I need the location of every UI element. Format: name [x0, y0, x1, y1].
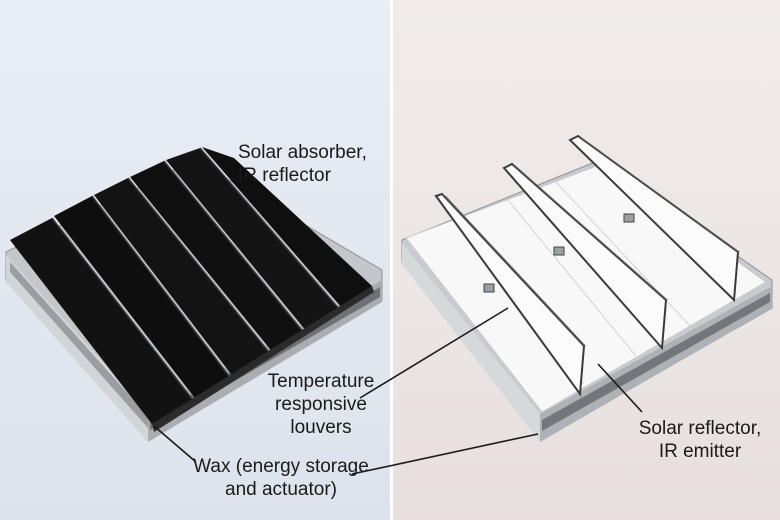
reflector-seam [507, 199, 637, 357]
open-device [401, 134, 773, 442]
left-wax-layer-side [10, 262, 148, 428]
hinge-clip [553, 246, 565, 256]
right-base-side [402, 243, 540, 442]
black-louver-strip [54, 196, 232, 402]
open-louvers [434, 134, 740, 397]
leader-lines [153, 307, 643, 475]
louver-edge-highlight [91, 195, 233, 381]
closed-device [5, 147, 383, 442]
leader-wax-right [351, 433, 539, 475]
black-louver-strip [94, 178, 272, 378]
label-solar-reflector-line2: IR emitter [658, 441, 742, 462]
label-louvers-line2: responsive [275, 394, 367, 415]
label-solar-absorber-line2: IR reflector [238, 165, 331, 186]
black-louver-strip [10, 218, 196, 424]
leader-louvers-right [359, 307, 509, 399]
white-reflector-surface [405, 163, 767, 413]
panel-divider [390, 0, 393, 520]
label-solar-reflector: Solar reflector, IR emitter [630, 417, 770, 463]
label-solar-reflector-line1: Solar reflector, [638, 418, 762, 439]
louver-fin-shadow [578, 136, 740, 252]
hinge-clip [483, 283, 495, 293]
label-louvers-line3: louvers [290, 417, 352, 438]
louver-edge-highlight [163, 160, 306, 335]
black-louver-strip [202, 147, 372, 308]
label-wax: Wax (energy storage and actuator) [186, 455, 376, 501]
label-louvers-line1: Temperature [267, 371, 375, 392]
label-solar-absorber-line1: Solar absorber, [238, 142, 367, 163]
louver-fin-shadow [442, 194, 586, 346]
label-louvers: Temperature responsive louvers [260, 370, 382, 439]
black-louvers [10, 147, 374, 432]
black-louver-strip [130, 161, 305, 354]
louver-edge-highlight [127, 177, 273, 357]
hinge-clip [623, 213, 635, 223]
black-louver-strip [166, 148, 340, 332]
label-wax-line1: Wax (energy storage [193, 456, 369, 477]
reflector-seam [555, 181, 691, 327]
louver-fin-shadow [512, 164, 668, 300]
right-wax-layer [542, 293, 770, 431]
label-wax-line2: and actuator) [225, 479, 337, 500]
louver-edge-highlight [51, 217, 197, 405]
label-solar-absorber: Solar absorber, IR reflector [238, 141, 367, 187]
leader-reflector [597, 363, 643, 413]
leader-wax-left [153, 425, 197, 463]
louver-front-thickness [152, 286, 374, 432]
louver-edge-highlight [199, 147, 341, 311]
